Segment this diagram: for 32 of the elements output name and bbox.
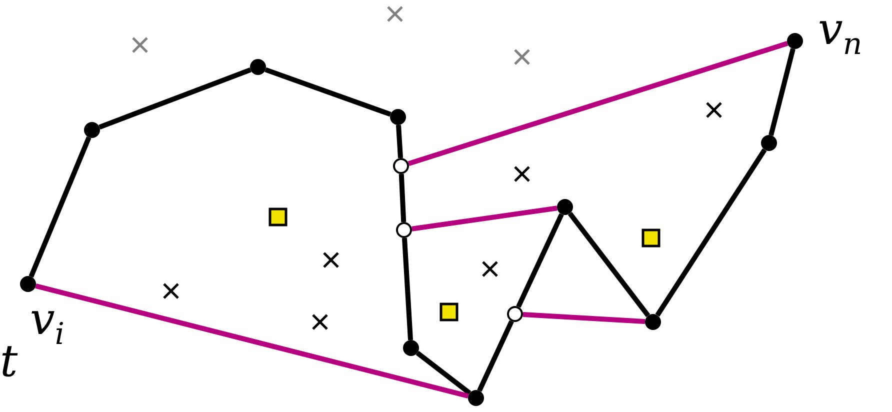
line-segment bbox=[412, 206, 558, 232]
filled-vertex bbox=[403, 340, 419, 356]
line-segment bbox=[768, 48, 796, 136]
filled-vertex bbox=[84, 122, 100, 138]
line-segment bbox=[522, 312, 646, 324]
filled-vertex bbox=[787, 33, 803, 49]
open-vertex bbox=[507, 306, 523, 322]
filled-vertex bbox=[390, 109, 406, 125]
vertex-label: v$_{i}$ bbox=[30, 298, 64, 350]
line-segment bbox=[568, 212, 650, 318]
filled-vertex bbox=[468, 390, 484, 406]
line-segment bbox=[28, 136, 92, 278]
vertex-label: v$_{n}$ bbox=[818, 8, 862, 60]
open-vertex bbox=[393, 158, 409, 174]
line-segment bbox=[655, 148, 767, 317]
line-segment bbox=[477, 320, 514, 392]
open-vertex bbox=[396, 222, 412, 238]
line-segment bbox=[516, 213, 564, 308]
filled-vertex bbox=[761, 135, 777, 151]
filled-vertex bbox=[557, 199, 573, 215]
line-segment bbox=[396, 124, 403, 158]
line-segment bbox=[398, 174, 406, 222]
line-segment bbox=[264, 67, 392, 117]
line-segment bbox=[408, 41, 788, 166]
filled-vertex bbox=[645, 314, 661, 330]
line-segment bbox=[98, 68, 252, 130]
line-segment bbox=[402, 238, 414, 340]
filled-vertex bbox=[250, 59, 266, 75]
line-segment bbox=[35, 284, 469, 398]
filled-vertex bbox=[20, 276, 36, 292]
line-segment bbox=[416, 350, 472, 396]
text-label: t bbox=[0, 340, 18, 384]
